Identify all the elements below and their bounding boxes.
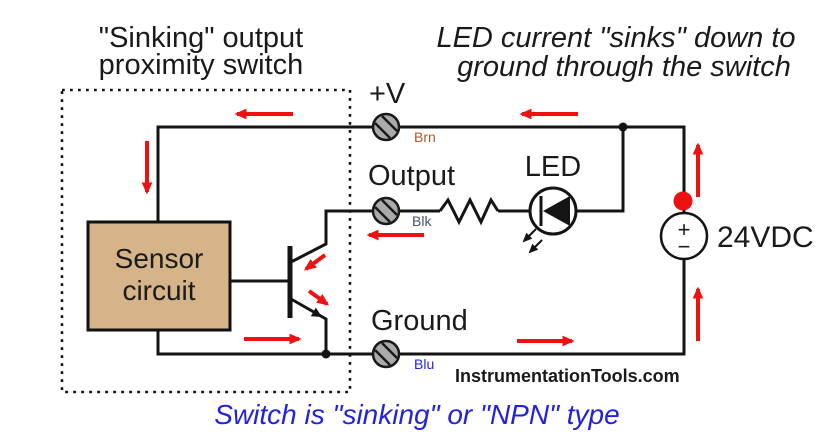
watermark: InstrumentationTools.com bbox=[455, 366, 680, 386]
led-emission-arrow-icon bbox=[528, 239, 543, 254]
npn-transistor bbox=[230, 246, 328, 354]
wire-label-brn: Brn bbox=[414, 129, 436, 145]
led-supply-wire bbox=[575, 127, 625, 213]
current-arrows bbox=[141, 108, 704, 347]
led-anode-triangle bbox=[543, 196, 570, 226]
title-right-line2: ground through the switch bbox=[457, 51, 791, 83]
junction-dot bbox=[321, 349, 331, 359]
led-emission-arrow-icon bbox=[522, 228, 537, 243]
sensor-box bbox=[86, 220, 232, 332]
title-left-line2: proximity switch bbox=[99, 49, 304, 81]
title-right-line1: LED current "sinks" down to bbox=[436, 22, 795, 54]
terminal-plus-v bbox=[371, 112, 401, 142]
terminal-hatch-icon bbox=[374, 122, 391, 139]
terminal-hatch-icon bbox=[374, 206, 391, 223]
supply-plus-sign: + bbox=[678, 217, 691, 242]
footer-caption: Switch is "sinking" or "NPN" type bbox=[214, 399, 619, 430]
terminal-output-label: Output bbox=[368, 160, 455, 192]
terminal-hatch-icon bbox=[381, 199, 398, 216]
terminal-ground-label: Ground bbox=[371, 305, 468, 337]
ground-wire bbox=[156, 258, 686, 356]
supply-label: 24VDC bbox=[717, 221, 814, 254]
supply-wire bbox=[156, 125, 686, 222]
resistor-symbol bbox=[438, 196, 500, 226]
junction-dot bbox=[618, 122, 628, 132]
led-symbol bbox=[522, 186, 578, 254]
terminal-circle bbox=[371, 196, 401, 226]
title-left-line1: "Sinking" output bbox=[99, 22, 303, 54]
sensor-label-line2: circuit bbox=[122, 275, 195, 306]
sensor-circuit-block: Sensor circuit bbox=[86, 220, 232, 332]
terminal-circle bbox=[371, 339, 401, 369]
terminal-ground bbox=[371, 339, 401, 369]
proximity-switch-boundary bbox=[60, 88, 352, 394]
led-label: LED bbox=[525, 151, 581, 183]
terminal-plus-v-label: +V bbox=[369, 78, 406, 110]
current-arrow-collector-icon bbox=[303, 253, 327, 271]
current-arrow-emitter-icon bbox=[307, 289, 330, 306]
supply-minus-sign: − bbox=[678, 234, 691, 259]
emitter-arrowhead-icon bbox=[310, 307, 322, 317]
terminal-circle bbox=[371, 112, 401, 142]
terminal-hatch-icon bbox=[374, 349, 391, 366]
terminal-hatch-icon bbox=[381, 342, 398, 359]
red-dot-marker bbox=[673, 191, 693, 211]
supply-24vdc: + − 24VDC bbox=[659, 191, 814, 261]
supply-circle bbox=[659, 211, 709, 261]
terminal-hatch-icon bbox=[381, 115, 398, 132]
transistor-emitter-wire bbox=[290, 297, 328, 354]
sensor-label-line1: Sensor bbox=[115, 243, 204, 274]
wire-label-blu: Blu bbox=[414, 356, 434, 372]
wire-label-blk: Blk bbox=[412, 213, 432, 229]
terminal-output bbox=[371, 196, 401, 226]
